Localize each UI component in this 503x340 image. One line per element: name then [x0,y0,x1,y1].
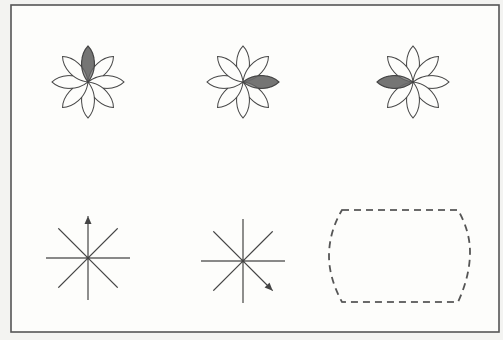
flower-figure-left-shaded [377,46,449,118]
star-figure-bottom-right-arrow [201,219,285,303]
flower-figure-top-shaded [52,46,124,118]
star-figure-top-arrow [46,216,130,300]
flower-figure-right-shaded [207,46,279,118]
